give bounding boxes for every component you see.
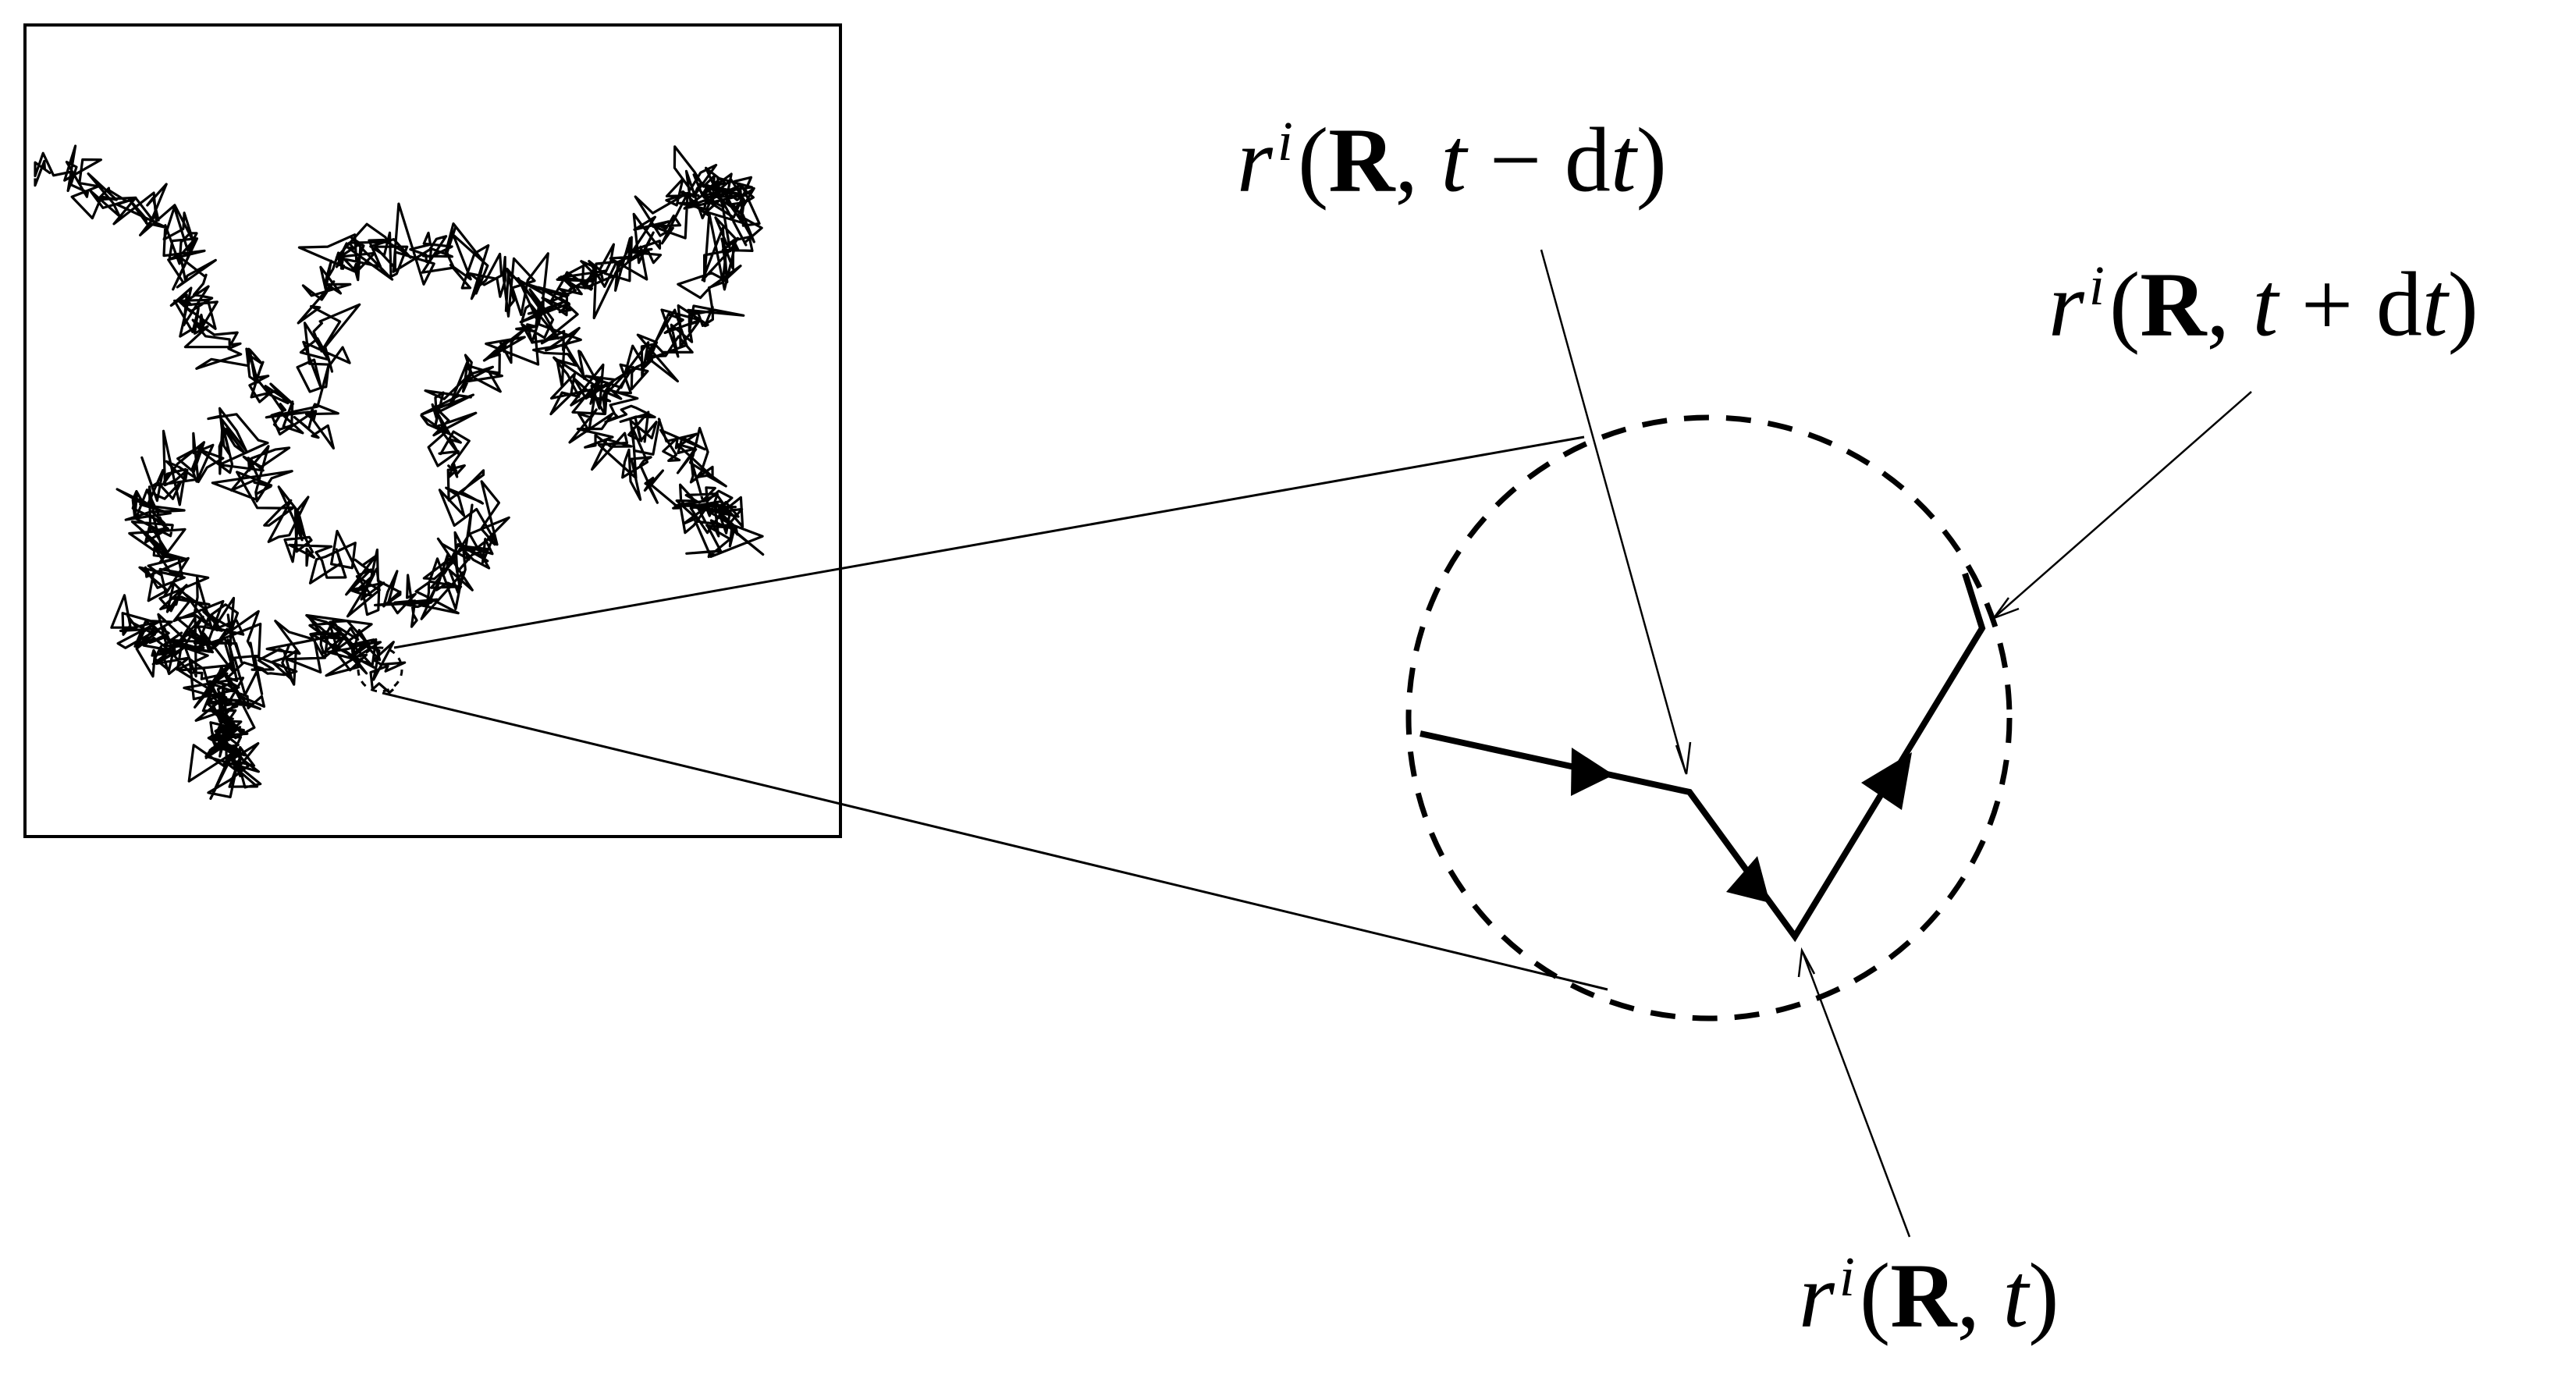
zoom-circle: [1405, 414, 2013, 1021]
zoom-region-marker: [357, 646, 403, 693]
direction-arrowhead-3: [1861, 752, 1912, 810]
direction-arrowhead-1: [1571, 748, 1614, 796]
pointer-arrowhead-next: [1991, 597, 2020, 620]
pointer-arrowhead-prev: [1675, 741, 1692, 775]
random-walk-frame: [23, 23, 842, 838]
zoom-connector-bottom: [382, 691, 1608, 991]
pointer-line-cur: [1801, 951, 1911, 1238]
pointer-line-next: [1995, 391, 2252, 617]
magnified-path: [1419, 572, 1986, 943]
pointer-line-prev: [1540, 249, 1687, 773]
pointer-arrowhead-cur: [1797, 947, 1816, 978]
direction-arrowhead-2: [1726, 856, 1770, 903]
label-r-next: ri(R, t + dt): [2048, 253, 2478, 356]
zoom-connector-top: [393, 435, 1585, 649]
label-r-prev: ri(R, t − dt): [1237, 108, 1667, 211]
label-r-cur: ri(R, t): [1799, 1244, 2059, 1347]
random-walk-path: [34, 144, 765, 801]
